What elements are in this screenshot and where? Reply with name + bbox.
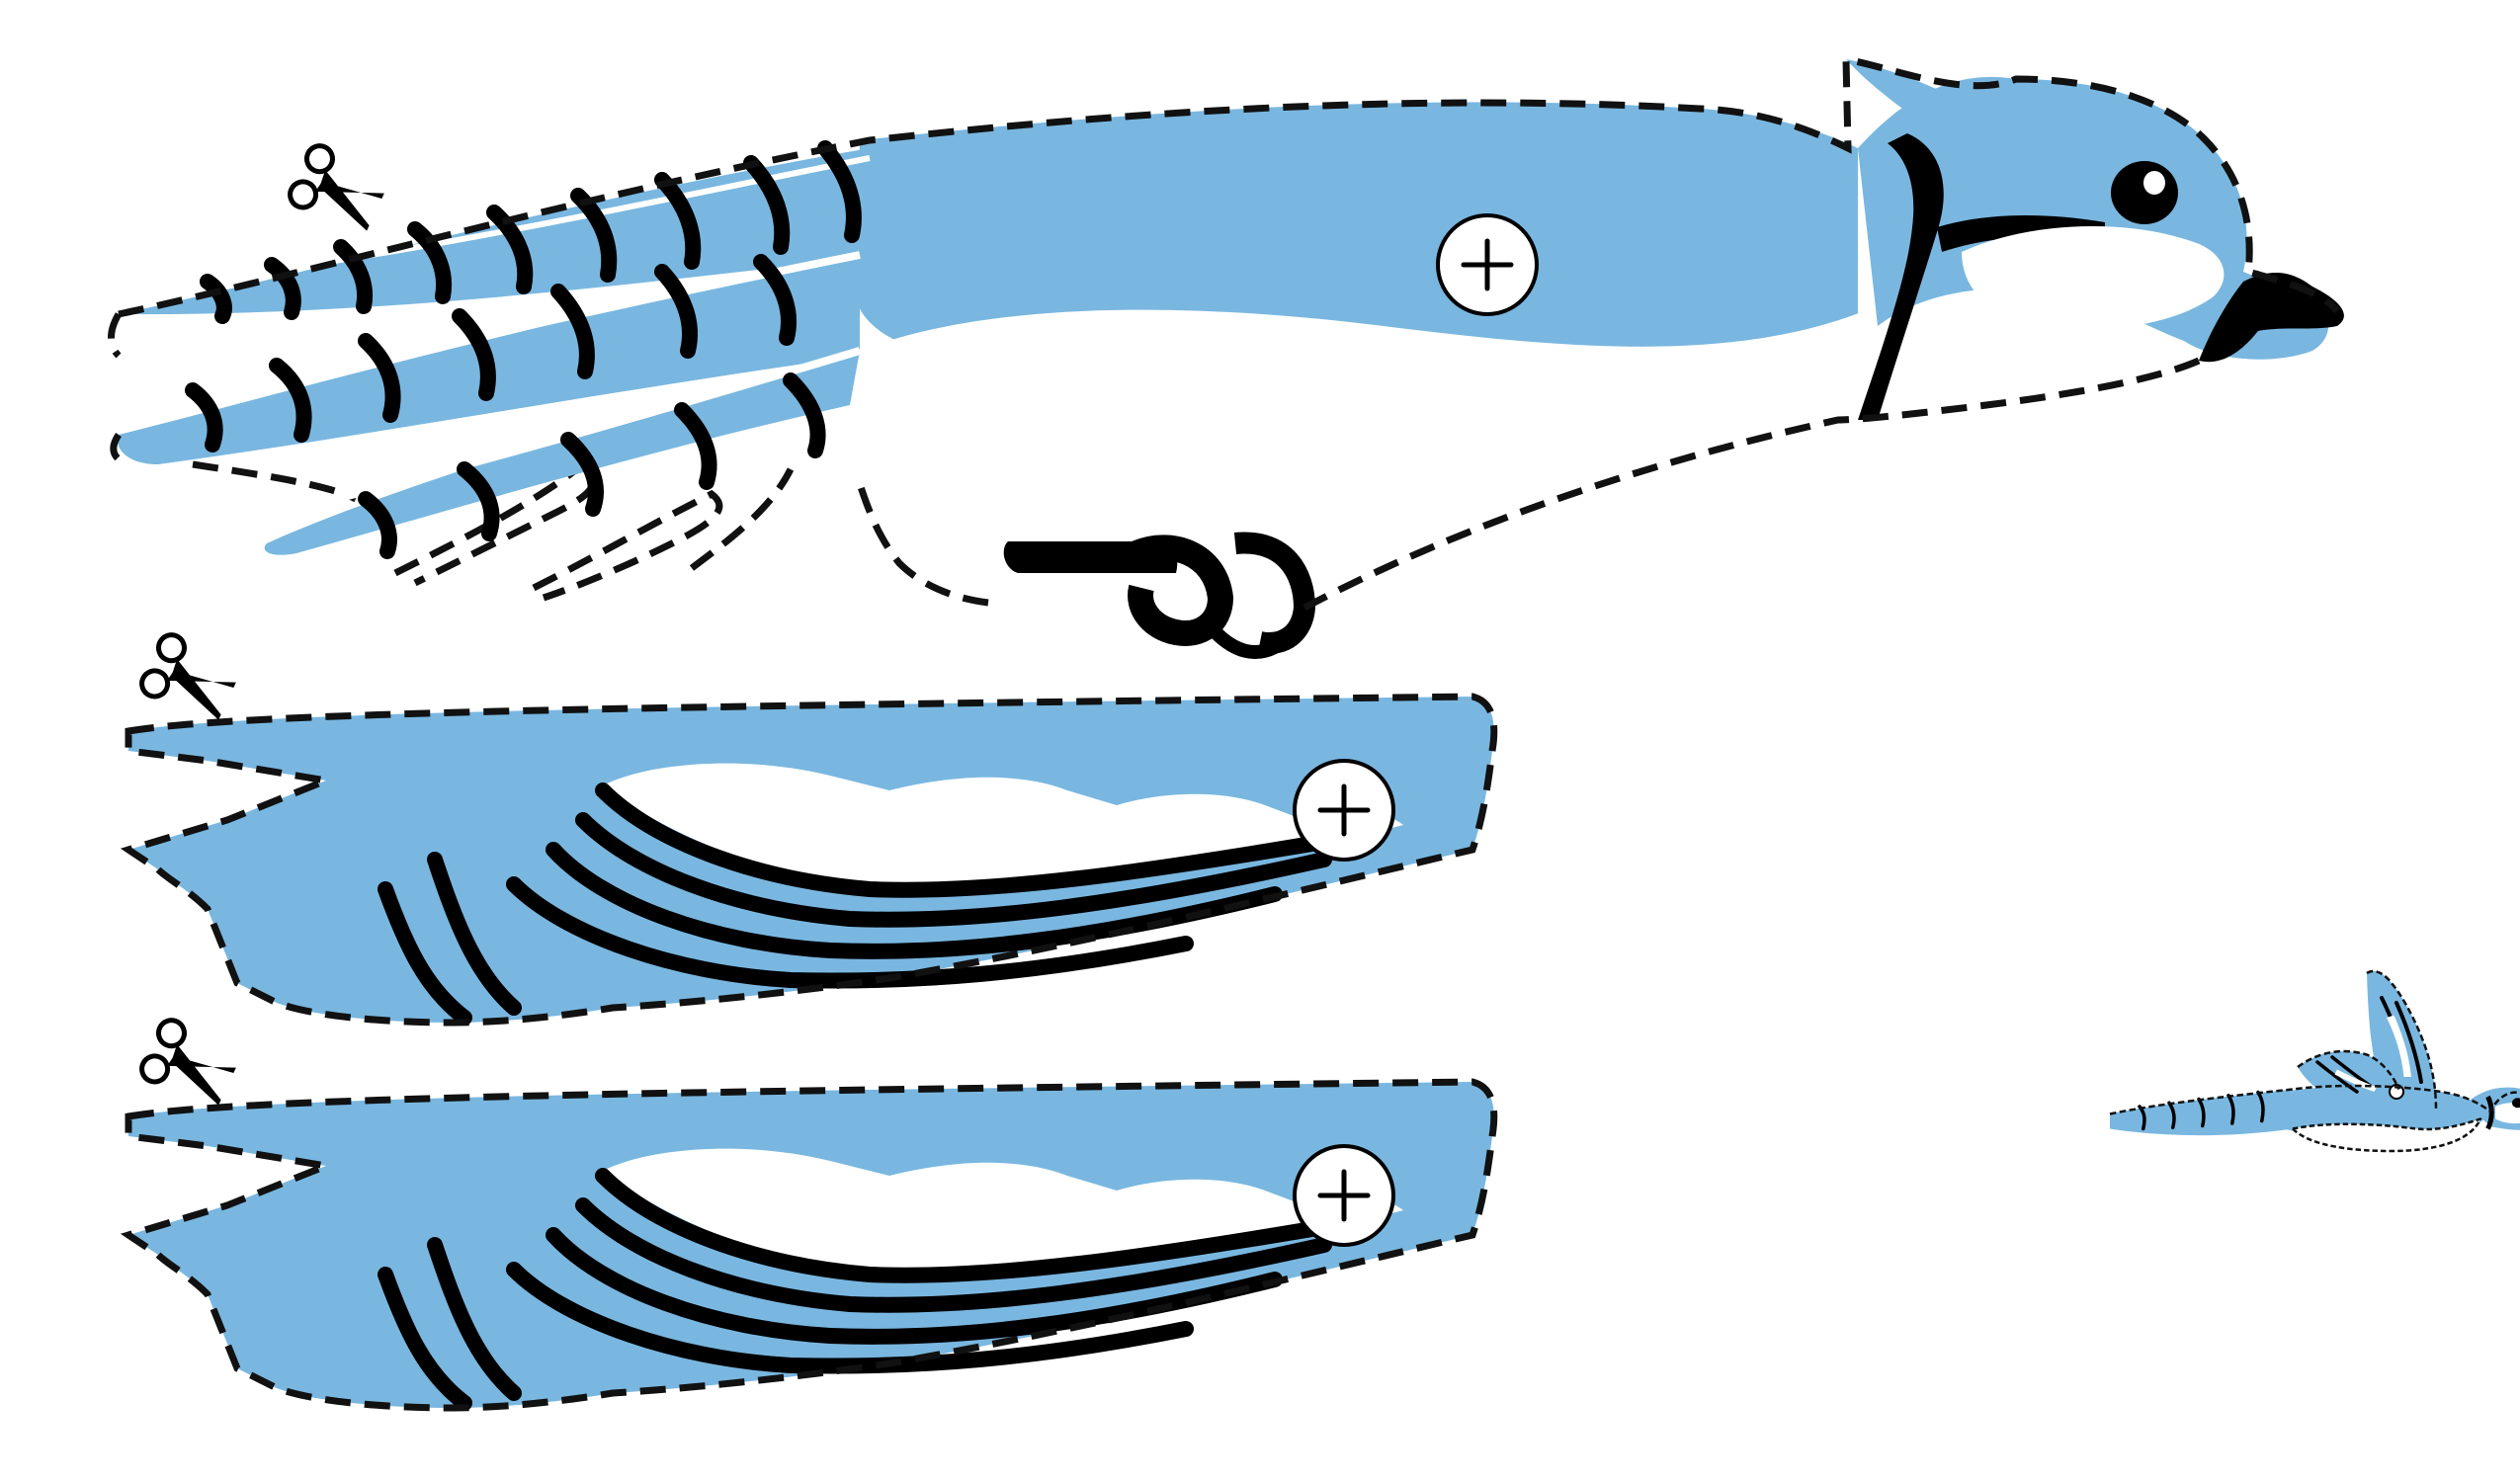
necklace-marking bbox=[1858, 133, 1944, 420]
tail-feathers bbox=[118, 140, 871, 559]
plus-icon bbox=[1295, 1146, 1393, 1245]
right-wing-piece bbox=[120, 1016, 1498, 1412]
wing-cut-line bbox=[120, 1078, 1498, 1412]
body-cut-line bbox=[118, 54, 2340, 318]
foot bbox=[1003, 532, 1316, 659]
assembled-bird-preview bbox=[2109, 969, 2520, 1153]
wing-cut-line bbox=[120, 693, 1498, 1027]
plus-icon bbox=[1295, 761, 1393, 860]
left-wing-piece bbox=[120, 630, 1498, 1027]
eye bbox=[2111, 161, 2178, 224]
bird-body-piece bbox=[108, 54, 2344, 659]
beak bbox=[2199, 272, 2344, 363]
scissors-icon bbox=[137, 1016, 243, 1112]
scissors-icon bbox=[137, 630, 243, 726]
plus-icon bbox=[1438, 215, 1537, 314]
crest bbox=[1846, 59, 1996, 148]
cheek-patch bbox=[1962, 225, 2225, 330]
scissors-icon bbox=[286, 141, 391, 237]
